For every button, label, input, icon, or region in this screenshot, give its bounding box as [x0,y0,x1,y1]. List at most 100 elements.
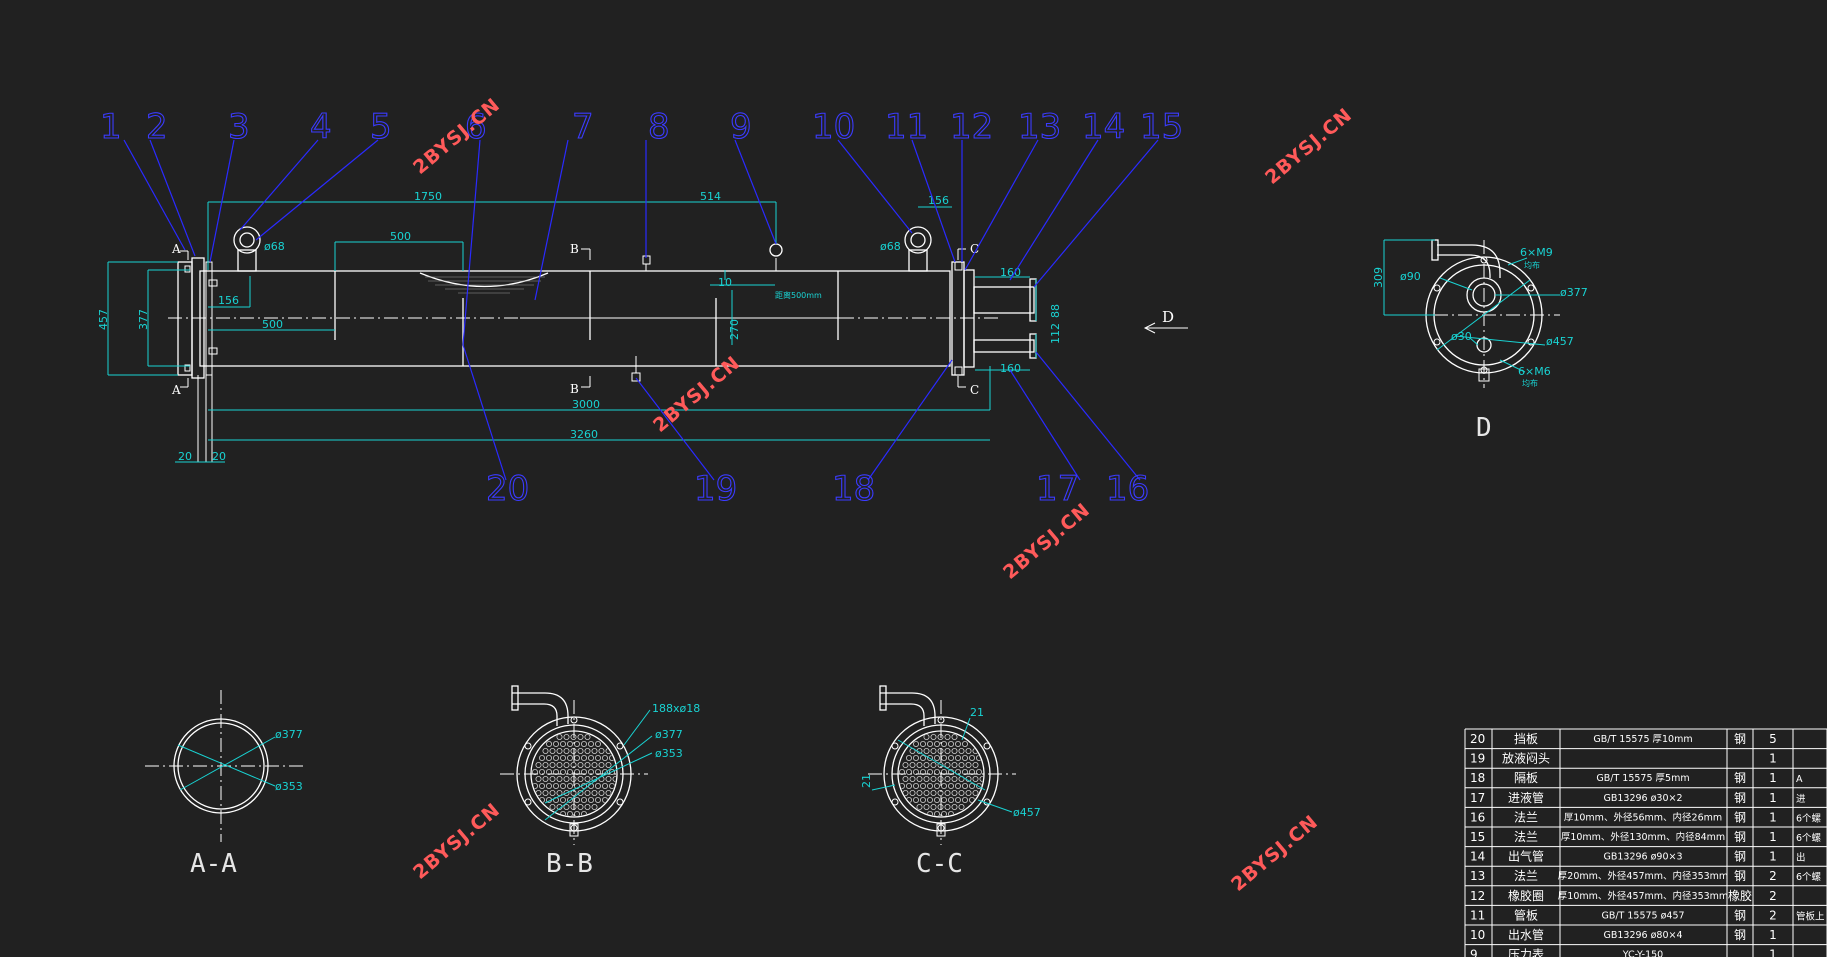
bom-name: 挡板 [1514,732,1538,746]
watermarks: 2BYSJ.CN 2BYSJ.CN 2BYSJ.CN 2BYSJ.CN 2BYS… [409,94,1357,896]
tube-hole [944,734,951,741]
d-dim-90: ø90 [1400,270,1421,283]
section-b-top: B [570,242,579,256]
tube-hole [958,804,965,811]
dim-270: 270 [728,319,741,340]
tube-hole [948,755,955,762]
bom-name: 法兰 [1514,810,1538,824]
d-dim-m9-note: 均布 [1524,260,1540,270]
bom-qty: 1 [1769,771,1777,785]
tube-hole [969,755,976,762]
bom-material: 钢 [1734,810,1746,824]
tube-hole [563,762,570,769]
tube-hole [941,783,948,790]
watermark: 2BYSJ.CN [1227,811,1323,896]
balloon-4: 4 [310,107,332,147]
bom-spec: GB/T 15575 厚10mm [1593,734,1692,745]
d-dim-30: ø30 [1451,330,1472,343]
dim-156-top: 156 [928,194,949,207]
tube-hole [598,748,605,755]
d-dim-m9: 6×M9 [1520,246,1553,259]
tube-hole [927,755,934,762]
tube-hole [577,804,584,811]
bom-material: 钢 [1734,928,1746,942]
d-dim-m6-note: 均布 [1522,378,1538,388]
tube-hole [553,783,560,790]
bom-material: 橡胶 [1728,888,1752,903]
tube-hole [927,769,934,776]
tube-hole [930,776,937,783]
tube-hole [913,769,920,776]
bom-material: 钢 [1734,850,1746,864]
tube-hole [920,783,927,790]
tube-hole [549,804,556,811]
view-d-arrow-label: D [1162,308,1174,326]
tube-hole [958,790,965,797]
section-a-top: A [171,242,181,256]
view-d: 309 ø90 6×M9 均布 ø377 ø30 ø457 6×M6 均布 D [1372,239,1588,443]
main-view: A A B B C C [97,106,1188,510]
gas-outlet-pipe [973,286,1035,314]
tube-hole [916,762,923,769]
dim-500-left: 500 [262,318,283,331]
bom-qty: 1 [1769,850,1777,864]
tube-hole [948,783,955,790]
tube-hole [574,741,581,748]
tube-hole [567,783,574,790]
tube-hole [941,811,948,816]
tube-hole [581,769,588,776]
tube-hole [969,783,976,790]
balloon-11: 11 [885,107,928,147]
balloon-17: 17 [1036,469,1079,509]
cc-dim-457: ø457 [1013,806,1041,819]
tube-hole [941,797,948,804]
tube-hole [577,762,584,769]
tube-hole [567,741,574,748]
tube-hole [588,741,595,748]
bb-dim-holes: 188xø18 [652,702,700,715]
tube-hole [916,776,923,783]
tube-hole [923,804,930,811]
watermark: 2BYSJ.CN [649,352,745,437]
balloon-10: 10 [812,107,855,147]
tube-hole [556,790,563,797]
tube-hole [913,755,920,762]
bom-name: 隔板 [1514,771,1538,785]
tube-hole [909,776,916,783]
tube-hole [930,748,937,755]
tube-hole [546,769,553,776]
tube-hole [567,811,574,816]
bom-note: 6个螺 [1796,833,1822,844]
section-a-bot: A [171,383,181,397]
view-b-b: 188xø18 ø377 ø353 B-B [500,685,700,879]
view-aa-label: A-A [190,849,237,879]
tube-hole [595,797,602,804]
tube-hole [584,776,591,783]
tube-hole [553,741,560,748]
tube-hole [951,790,958,797]
tube-hole [591,762,598,769]
bom-no: 19 [1470,752,1485,766]
bom-material: 钢 [1734,732,1746,746]
bom-qty: 1 [1769,830,1777,844]
tube-hole [581,811,588,816]
bom-qty: 1 [1769,752,1777,766]
tube-hole [556,776,563,783]
tube-hole [546,741,553,748]
tube-hole [934,769,941,776]
tube-hole [944,748,951,755]
watermark: 2BYSJ.CN [409,799,505,884]
cc-dim-21-top: 21 [970,706,984,719]
tube-hole [595,769,602,776]
tube-hole [920,755,927,762]
tube-hole [913,783,920,790]
dim-phi68-right: ø68 [880,240,901,253]
tube-hole [598,762,605,769]
tube-hole [944,762,951,769]
